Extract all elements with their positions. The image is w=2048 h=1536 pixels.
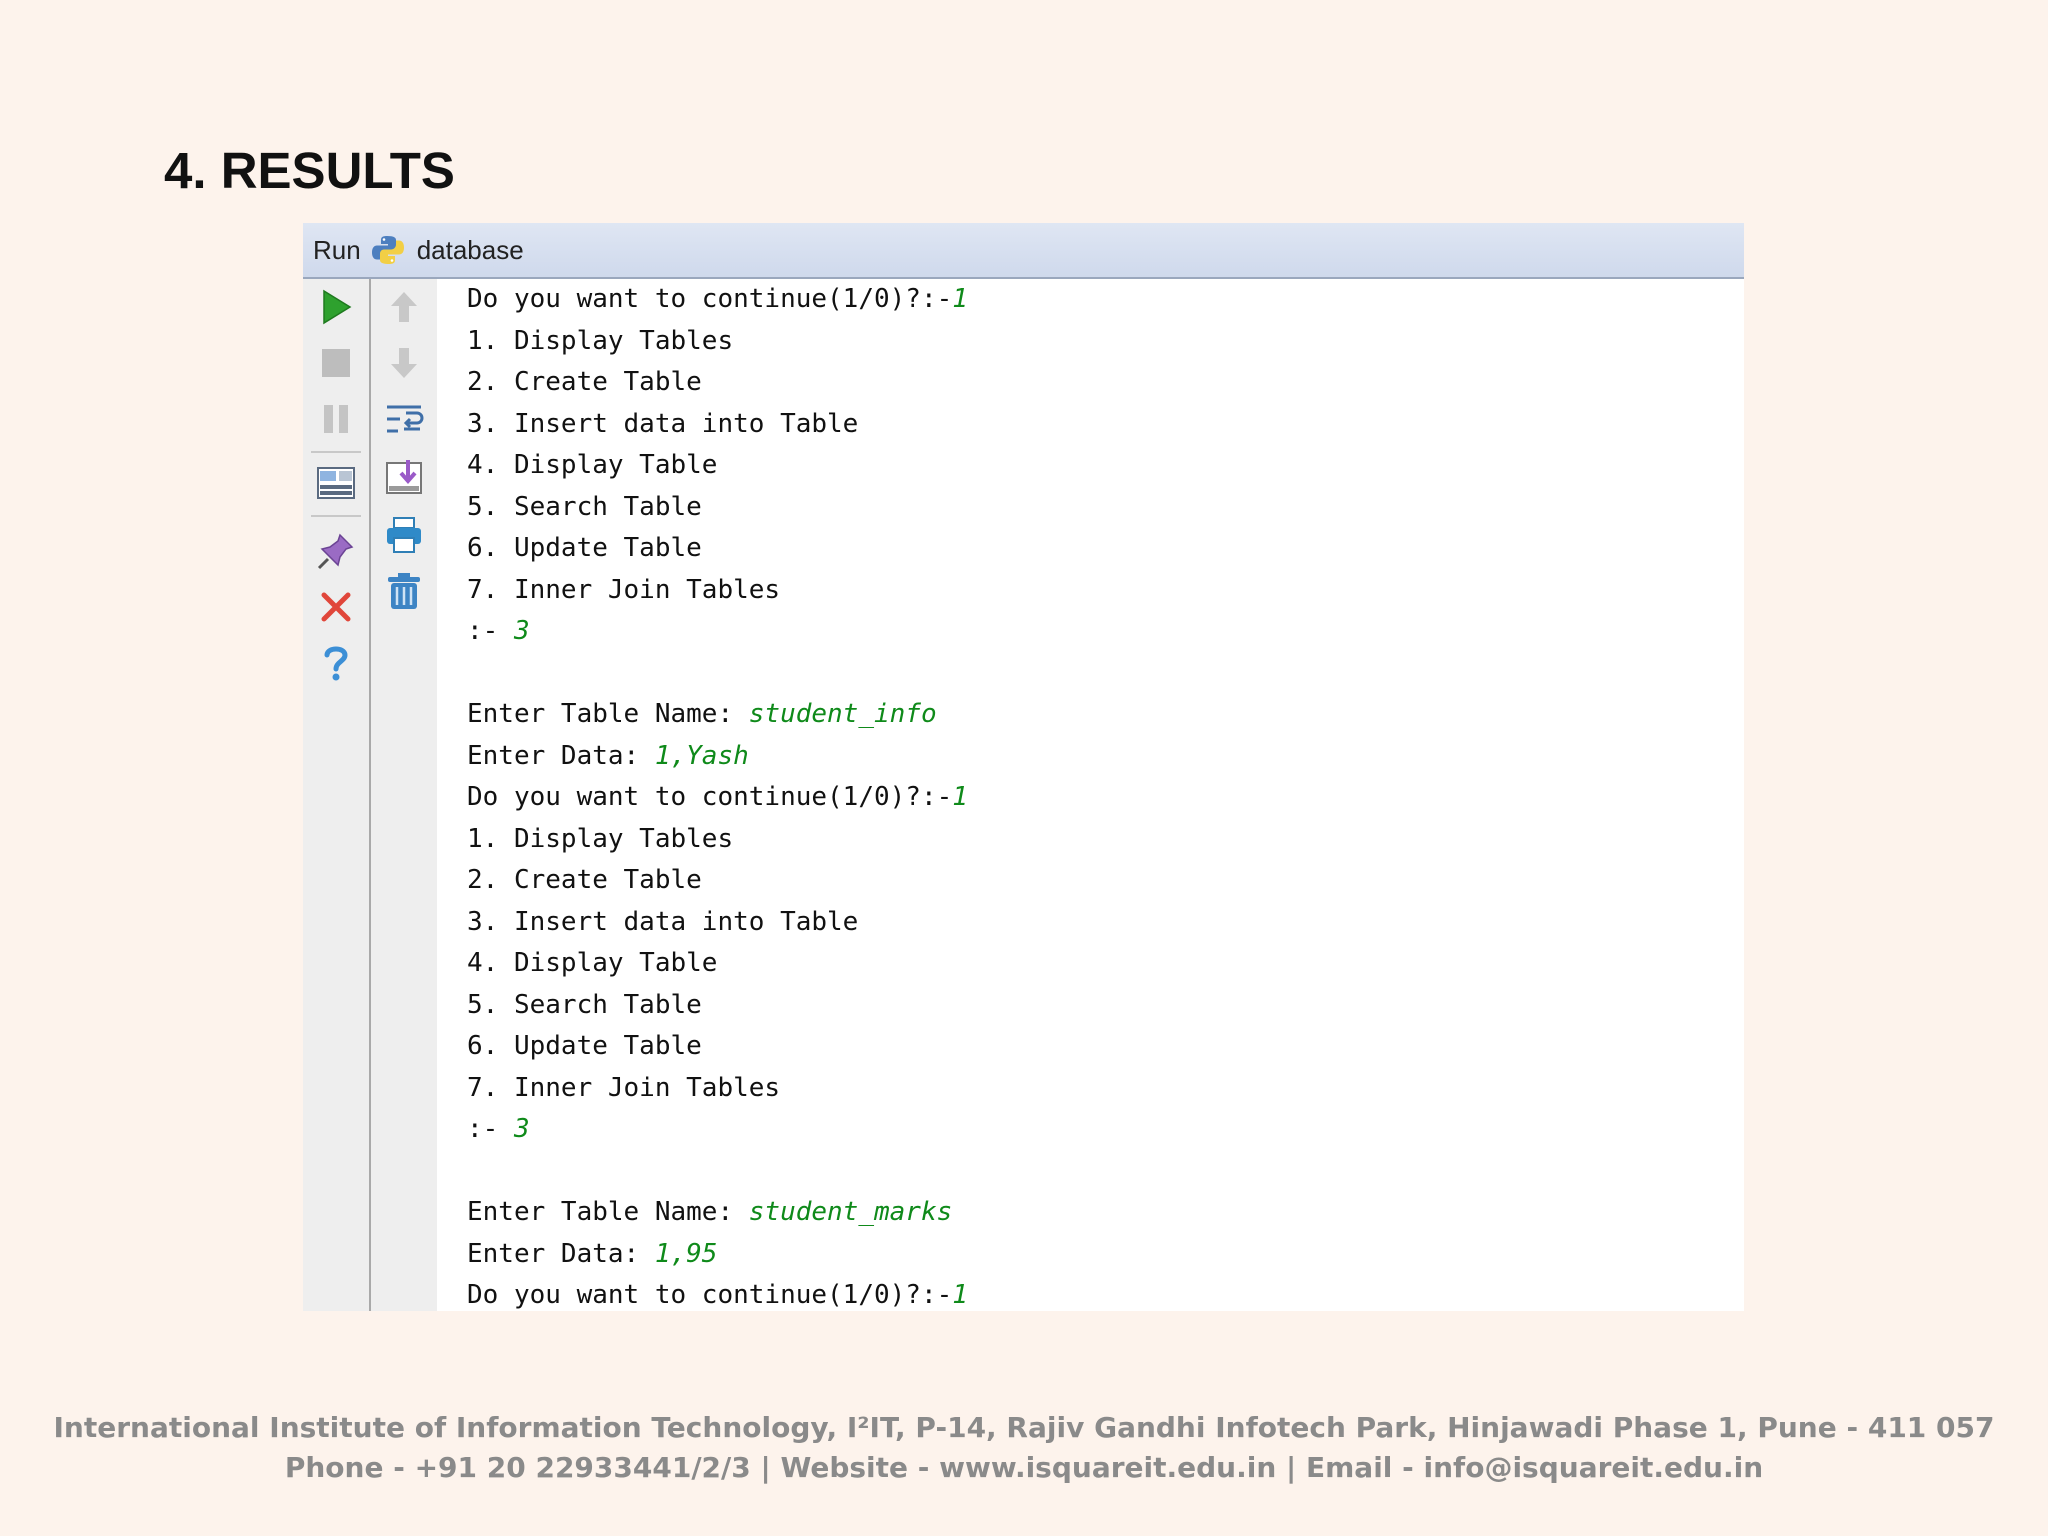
console-output-text: 7. Inner Join Tables: [467, 1072, 781, 1103]
console-output-text: Do you want to continue(1/0)?:-: [467, 782, 953, 812]
help-icon[interactable]: [314, 641, 358, 685]
console-output-text: 7. Inner Join Tables: [467, 574, 781, 605]
console-output-text: 3. Insert data into Table: [467, 906, 859, 937]
console-output-text: :-: [467, 616, 514, 646]
run-tab-label[interactable]: Run: [313, 234, 361, 265]
run-tool-header: Run database: [303, 223, 1744, 279]
console-output-text: 2. Create Table: [467, 367, 702, 397]
console-line: 5. Search Table: [467, 985, 1727, 1027]
console-output-text: Do you want to continue(1/0)?:-: [467, 1280, 953, 1310]
console-output-text: 3. Insert data into Table: [467, 408, 859, 439]
console-output-text: 1. Display Tables: [467, 325, 734, 356]
console-output-text: Enter Data:: [467, 740, 655, 771]
console-output-text: 5. Search Table: [467, 491, 702, 522]
console-line: 1. Display Tables: [467, 321, 1727, 363]
console-user-input: student_info: [748, 699, 937, 729]
console-line: [467, 653, 1727, 695]
console-output-text: 4. Display Table: [467, 450, 718, 480]
pin-icon[interactable]: [314, 529, 358, 573]
console-line: 5. Search Table: [467, 487, 1727, 529]
console-output-text: Do you want to continue(1/0)?:-: [467, 284, 953, 314]
run-config-name: database: [416, 234, 524, 265]
console-user-input: 3: [513, 616, 530, 646]
console-line: Enter Data: 1,95: [467, 1234, 1727, 1276]
console-output-text: 5. Search Table: [467, 989, 702, 1020]
stop-icon[interactable]: [314, 341, 358, 385]
console-line: Enter Data: 1,Yash: [467, 736, 1727, 778]
pause-icon[interactable]: [314, 397, 358, 441]
run-tool-window: Run database: [303, 223, 1744, 1311]
console-output-text: 2. Create Table: [467, 865, 702, 895]
console-line: 3. Insert data into Table: [467, 902, 1727, 944]
run-icon[interactable]: [314, 285, 358, 329]
toolbar-separator: [311, 451, 361, 453]
console-output-text: Enter Data:: [467, 1238, 655, 1269]
scroll-down-icon[interactable]: [382, 341, 426, 385]
console-user-input: 1: [952, 782, 968, 812]
console-output-text: 6. Update Table: [467, 1031, 702, 1061]
console-output-text: 4. Display Table: [467, 948, 718, 978]
console-output-text: 1. Display Tables: [467, 823, 734, 854]
console-line: 1. Display Tables: [467, 819, 1727, 861]
toolbar-separator: [311, 515, 361, 517]
footer-contact: Phone - +91 20 22933441/2/3 | Website - …: [284, 1451, 1764, 1484]
console-output-text: 6. Update Table: [467, 533, 702, 563]
console-user-input: 1,Yash: [654, 740, 749, 771]
console-line: Do you want to continue(1/0)?:-1: [467, 279, 1727, 321]
console-line: Do you want to continue(1/0)?:-1: [467, 1275, 1727, 1311]
run-toolbar-left: [303, 279, 371, 1311]
console-user-input: 1: [952, 1280, 968, 1310]
run-toolbar-right: [371, 279, 437, 1311]
console-user-input: student_marks: [748, 1197, 953, 1227]
console-line: 2. Create Table: [467, 362, 1727, 404]
console-line: [467, 1151, 1727, 1193]
console-line: 2. Create Table: [467, 860, 1727, 902]
console-line: 4. Display Table: [467, 445, 1727, 487]
console-line: 7. Inner Join Tables: [467, 1068, 1727, 1110]
close-icon[interactable]: [314, 585, 358, 629]
console-line: 3. Insert data into Table: [467, 404, 1727, 446]
console-line: 7. Inner Join Tables: [467, 570, 1727, 612]
console-line: 4. Display Table: [467, 943, 1727, 985]
trash-icon[interactable]: [382, 569, 426, 613]
console-user-input: 1,95: [654, 1238, 718, 1269]
layout-icon[interactable]: [314, 461, 358, 505]
console-line: :- 3: [467, 1109, 1727, 1151]
console-line: Enter Table Name: student_marks: [467, 1192, 1727, 1234]
console-line: :- 3: [467, 611, 1727, 653]
console-line: 6. Update Table: [467, 1026, 1727, 1068]
console-user-input: 1: [952, 284, 968, 314]
soft-wrap-icon[interactable]: [382, 397, 426, 441]
console-output-text: Enter Table Name:: [467, 1197, 749, 1227]
console-line: Do you want to continue(1/0)?:-1: [467, 777, 1727, 819]
python-icon: [371, 233, 405, 267]
scroll-to-end-icon[interactable]: [382, 455, 426, 499]
console-output-text: Enter Table Name:: [467, 699, 749, 729]
console-user-input: 3: [513, 1114, 530, 1144]
console-line: 6. Update Table: [467, 528, 1727, 570]
slide-title: 4. RESULTS: [164, 142, 455, 199]
scroll-up-icon[interactable]: [382, 285, 426, 329]
console-line: Enter Table Name: student_info: [467, 694, 1727, 736]
footer-address: International Institute of Information T…: [53, 1411, 1995, 1444]
print-icon[interactable]: [382, 513, 426, 557]
console-output-text: :-: [467, 1114, 514, 1144]
